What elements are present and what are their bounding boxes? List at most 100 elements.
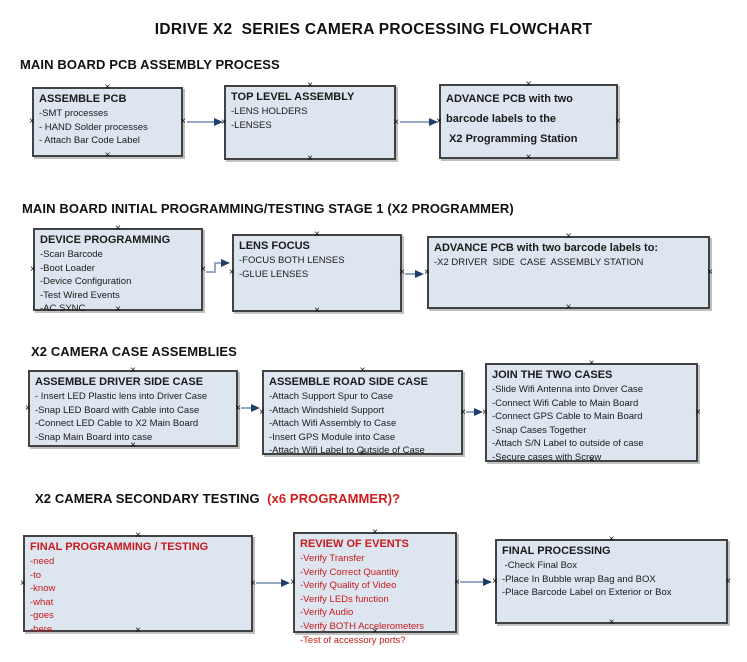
- box-title: LENS FOCUS: [239, 240, 310, 252]
- connection-point-marker: ×: [482, 406, 488, 418]
- box-item: barcode labels to the: [446, 113, 557, 125]
- connection-point-marker: ×: [221, 116, 227, 128]
- box-item: -GLUE LENSES: [239, 268, 309, 280]
- flow-box-assemble-pcb: ASSEMBLE PCB -SMT processes - HAND Solde…: [29, 83, 186, 161]
- connection-point-marker: ×: [115, 223, 121, 234]
- connection-point-marker: ×: [525, 79, 532, 90]
- page-title: IDRIVE X2 SERIES CAMERA PROCESSING FLOWC…: [154, 21, 593, 38]
- box-item: - HAND Solder processes: [39, 121, 148, 133]
- box-item: -Attach S/N Label to outside of case: [492, 438, 644, 450]
- connection-point-marker: ×: [115, 304, 121, 315]
- flow-arrow: [206, 259, 230, 273]
- connection-point-marker: ×: [104, 82, 111, 93]
- connection-point-marker: ×: [393, 116, 399, 128]
- box-item: -Snap Cases Together: [492, 424, 587, 436]
- connection-point-marker: ×: [314, 305, 320, 316]
- box-title: DEVICE PROGRAMMING: [40, 234, 171, 246]
- flow-box-final-programming-testing: FINAL PROGRAMMING / TESTING -need -to -k…: [20, 531, 256, 636]
- connection-point-marker: ×: [104, 150, 111, 161]
- flow-box-advance-pcb-programming-station: ADVANCE PCB with two barcode labels to t…: [436, 80, 621, 163]
- section-heading-pcb-assembly: MAIN BOARD PCB ASSEMBLY PROCESS: [20, 57, 280, 72]
- flow-box-device-programming: DEVICE PROGRAMMING -Scan Barcode -Boot L…: [30, 224, 206, 315]
- connection-point-marker: ×: [180, 116, 186, 127]
- connection-point-marker: ×: [235, 402, 241, 414]
- box-title: ASSEMBLE ROAD SIDE CASE: [269, 376, 428, 388]
- box-item: -need: [30, 556, 55, 567]
- section-heading-red-part: (x6 PROGRAMMER)?: [263, 491, 401, 506]
- connection-point-marker: ×: [460, 406, 466, 418]
- connection-point-marker: ×: [436, 115, 442, 127]
- box-item: - Insert LED Plastic lens into Driver Ca…: [35, 391, 208, 402]
- connection-point-marker: ×: [525, 152, 532, 163]
- box-item: -Check Final Box: [502, 560, 577, 571]
- connection-point-marker: ×: [250, 577, 256, 589]
- connection-point-marker: ×: [307, 80, 313, 91]
- connection-point-marker: ×: [20, 577, 26, 589]
- connection-point-marker: ×: [229, 267, 235, 278]
- connection-point-marker: ×: [372, 626, 378, 637]
- box-item: -Attach Support Spur to Case: [269, 391, 394, 402]
- box-title: ADVANCE PCB with two: [446, 93, 573, 105]
- connection-point-marker: ×: [259, 406, 265, 418]
- connection-point-marker: ×: [372, 527, 378, 538]
- connection-point-marker: ×: [130, 365, 136, 376]
- connection-point-marker: ×: [359, 448, 366, 459]
- box-item: -Connect Wifi Cable to Main Board: [492, 397, 639, 409]
- box-title: REVIEW OF EVENTS: [300, 538, 409, 550]
- box-item: -goes: [30, 610, 54, 622]
- flow-box-lens-focus: LENS FOCUS -FOCUS BOTH LENSES -GLUE LENS…: [229, 230, 405, 316]
- box-item: X2 Programming Station: [446, 133, 578, 145]
- box-item: -X2 DRIVER SIDE CASE ASSEMBLY STATION: [434, 257, 644, 268]
- box-item: -Secure cases with Screw: [492, 451, 602, 463]
- connection-point-marker: ×: [424, 266, 430, 278]
- box-item: -Connect GPS Cable to Main Board: [492, 411, 643, 423]
- box-title: FINAL PROGRAMMING / TESTING: [30, 541, 209, 553]
- box-item: -Place In Bubble wrap Bag and BOX: [502, 573, 656, 585]
- section-heading-secondary-testing: X2 CAMERA SECONDARY TESTING (x6 PROGRAMM…: [35, 491, 400, 506]
- connection-point-marker: ×: [399, 267, 405, 278]
- connection-point-marker: ×: [290, 576, 296, 588]
- connection-point-marker: ×: [695, 406, 701, 418]
- box-item: -here: [30, 623, 53, 635]
- connection-point-marker: ×: [25, 402, 31, 414]
- box-title: ADVANCE PCB with two barcode labels to:: [434, 242, 659, 254]
- flow-box-assemble-road-side-case: ASSEMBLE ROAD SIDE CASE -Attach Support …: [259, 366, 466, 459]
- section-heading-case-assemblies: X2 CAMERA CASE ASSEMBLIES: [31, 344, 237, 359]
- connection-point-marker: ×: [314, 229, 320, 240]
- box-item: -Verify Correct Quantity: [300, 566, 399, 578]
- box-item: -Attach Wifi Label to Outside of Case: [269, 445, 425, 457]
- box-item: -know: [30, 583, 56, 595]
- box-item: -FOCUS BOTH LENSES: [239, 255, 345, 266]
- flow-box-review-of-events: REVIEW OF EVENTS -Verify Transfer -Verif…: [290, 528, 460, 646]
- connection-point-marker: ×: [707, 266, 713, 278]
- box-item: -Slide Wifi Antenna into Driver Case: [492, 384, 644, 395]
- connection-point-marker: ×: [359, 365, 366, 376]
- connection-point-marker: ×: [200, 263, 206, 275]
- box-item: -Verify LEDs function: [300, 593, 389, 605]
- connection-point-marker: ×: [565, 302, 572, 313]
- flow-box-advance-pcb-driver-side: ADVANCE PCB with two barcode labels to: …: [424, 232, 713, 313]
- connection-point-marker: ×: [307, 153, 313, 164]
- box-item: -LENSES: [231, 119, 272, 131]
- connection-point-marker: ×: [29, 116, 35, 127]
- box-item: -Place Barcode Label on Exterior or Box: [502, 587, 672, 599]
- box-item: -Verify BOTH Accelerometers: [300, 620, 425, 632]
- section-heading-initial-programming: MAIN BOARD INITIAL PROGRAMMING/TESTING S…: [22, 201, 514, 216]
- connection-point-marker: ×: [725, 575, 731, 587]
- box-item: -Test Wired Events: [40, 289, 120, 301]
- connection-point-marker: ×: [588, 455, 595, 466]
- box-item: -Insert GPS Module into Case: [269, 431, 396, 443]
- box-item: -Connect LED Cable to X2 Main Board: [35, 418, 199, 430]
- box-item: -what: [30, 596, 54, 608]
- connection-point-marker: ×: [130, 440, 136, 451]
- connection-point-marker: ×: [492, 575, 498, 587]
- connection-point-marker: ×: [615, 115, 621, 127]
- box-item: -Verify Transfer: [300, 553, 365, 564]
- connection-point-marker: ×: [565, 231, 572, 242]
- connection-point-marker: ×: [588, 358, 595, 369]
- flow-box-top-level-assembly: TOP LEVEL ASSEMBLY -LENS HOLDERS -LENSES…: [221, 81, 399, 164]
- box-item: -Test of accessory ports?: [300, 634, 406, 646]
- connection-point-marker: ×: [30, 263, 36, 275]
- box-item: -AC SYNC: [40, 303, 86, 315]
